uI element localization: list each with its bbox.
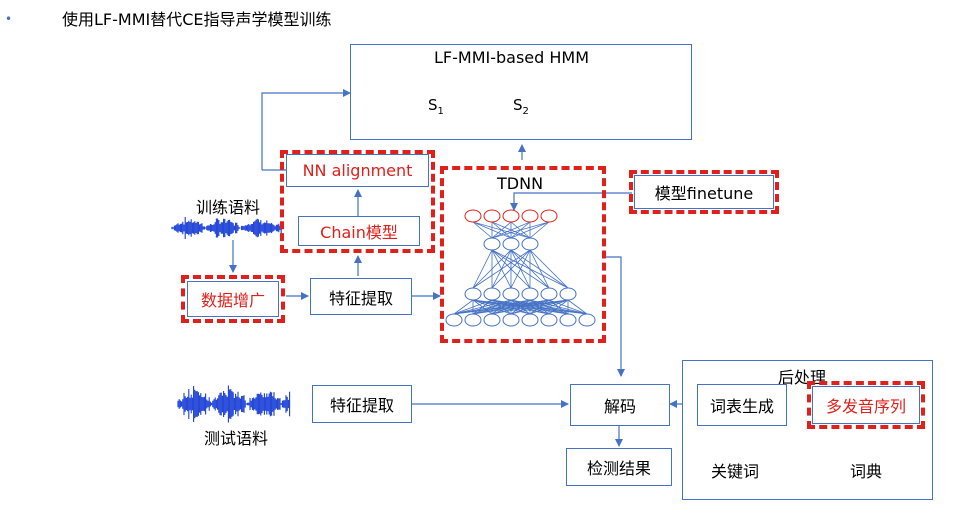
nn-alignment-box: NN alignment — [286, 154, 429, 187]
tdnn-node — [464, 287, 482, 301]
feature-extract-test-box: 特征提取 — [312, 385, 412, 423]
tdnn-connection — [491, 249, 531, 289]
tdnn-connection — [510, 221, 550, 239]
bullet: • — [5, 12, 13, 26]
tdnn-connection — [453, 299, 531, 315]
tdnn-connection — [453, 299, 512, 315]
tdnn-node — [502, 287, 520, 301]
polyphone-box: 多发音序列 — [812, 386, 920, 424]
test-corpus-label: 测试语料 — [204, 429, 269, 448]
tdnn-connection — [548, 299, 569, 315]
tdnn-connection — [491, 221, 550, 239]
finetune-highlight — [629, 170, 779, 214]
hmm-s1-label: S1 — [428, 96, 444, 117]
tdnn-connection — [529, 249, 550, 289]
tdnn-network — [445, 209, 596, 327]
tdnn-connection — [567, 299, 588, 315]
polyphone-highlight — [807, 381, 925, 429]
data-aug-box: 数据增广 — [187, 281, 279, 317]
feature-extract-train-box: 特征提取 — [310, 278, 412, 315]
train-waveform — [171, 217, 282, 239]
tdnn-connection — [472, 249, 512, 289]
tdnn-node — [521, 209, 539, 223]
tdnn-connection — [529, 221, 550, 239]
tdnn-node — [502, 209, 520, 223]
decode-box: 解码 — [570, 384, 670, 426]
tdnn-node — [483, 313, 501, 327]
tdnn-node — [502, 237, 520, 251]
tdnn-node — [521, 237, 539, 251]
tdnn-node — [464, 209, 482, 223]
tdnn-node — [464, 313, 482, 327]
hmm-title: LF-MMI-based HMM — [434, 48, 590, 67]
tdnn-node — [521, 287, 539, 301]
data-aug-highlight — [181, 275, 285, 323]
result-box: 检测结果 — [566, 448, 672, 486]
tdnn-connection — [453, 299, 493, 315]
tdnn-node — [483, 287, 501, 301]
tdnn-connection — [472, 249, 493, 289]
dictionary-label: 词典 — [850, 462, 883, 481]
tdnn-node — [483, 237, 501, 251]
tdnn-node — [502, 313, 520, 327]
tdnn-connection — [529, 299, 569, 315]
lexicon-gen-box: 词表生成 — [697, 384, 787, 426]
tdnn-node — [540, 313, 558, 327]
nn-alignment-highlight — [280, 150, 435, 253]
tdnn-connection — [472, 221, 493, 239]
flow-arrows — [229, 89, 870, 452]
tdnn-node — [521, 313, 539, 327]
tdnn-connection — [529, 249, 569, 289]
tdnn-connection — [453, 299, 569, 315]
chain-model-box: Chain模型 — [298, 216, 420, 246]
tdnn-node — [483, 209, 501, 223]
finetune-box: 模型finetune — [634, 175, 774, 209]
tdnn-connection — [491, 299, 569, 315]
tdnn-node — [540, 209, 558, 223]
hmm-s2-label: S2 — [513, 96, 529, 117]
tdnn-node — [540, 287, 558, 301]
hmm-box — [350, 44, 692, 140]
tdnn-connection — [472, 249, 531, 289]
tdnn-node — [559, 287, 577, 301]
tdnn-connection — [453, 299, 474, 315]
tdnn-node — [445, 313, 463, 327]
waveform-path — [171, 217, 282, 239]
tdnn-highlight — [440, 166, 606, 343]
keywords-label: 关键词 — [711, 462, 760, 481]
train-corpus-label: 训练语料 — [196, 198, 261, 217]
tdnn-connection — [510, 249, 531, 289]
test-waveform — [177, 385, 291, 423]
tdnn-connection — [510, 299, 569, 315]
tdnn-node — [559, 313, 577, 327]
waveform-path — [177, 385, 291, 423]
page-title: 使用LF-MMI替代CE指导声学模型训练 — [62, 10, 332, 29]
tdnn-label: TDNN — [497, 174, 544, 193]
tdnn-connection — [472, 299, 569, 315]
tdnn-connection — [491, 221, 531, 239]
tdnn-node — [578, 313, 596, 327]
tdnn-connection — [491, 221, 512, 239]
